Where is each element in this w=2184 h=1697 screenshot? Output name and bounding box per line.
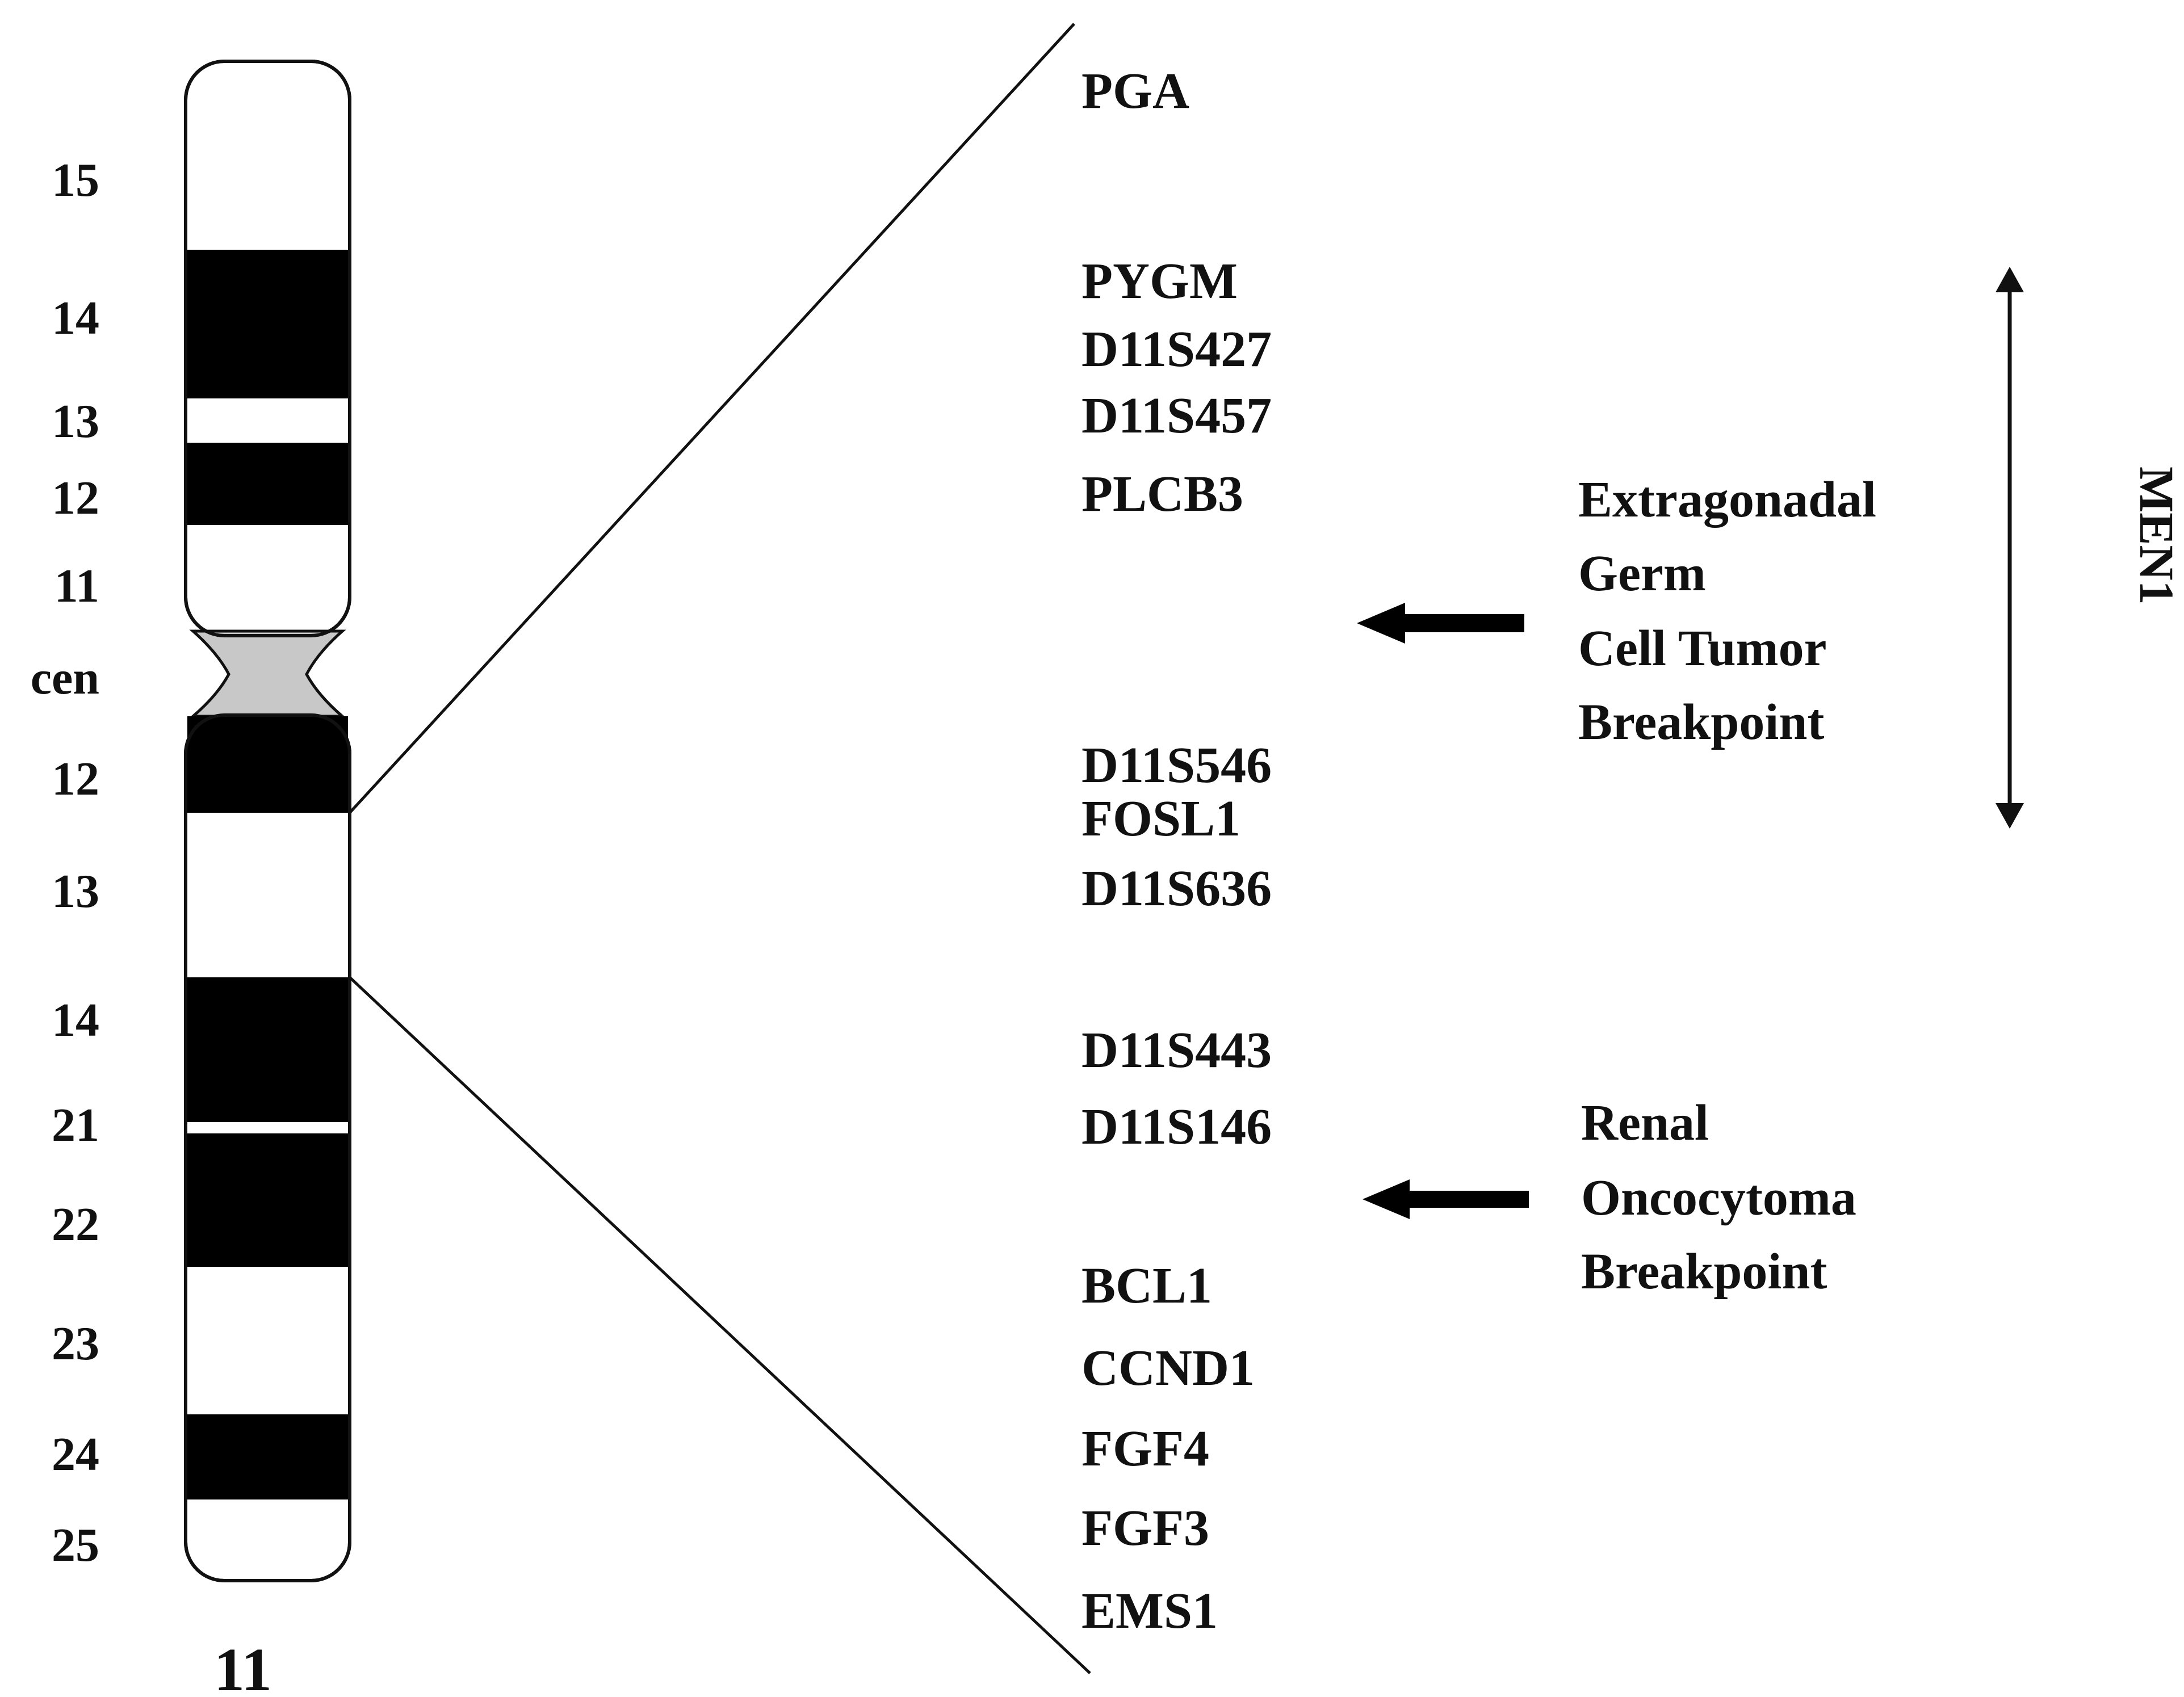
marker-label: FOSL1 bbox=[1081, 791, 1240, 847]
band-label: 13 bbox=[52, 865, 99, 918]
left-arrow-icon bbox=[1405, 1191, 1529, 1208]
note-line: Renal bbox=[1581, 1095, 1709, 1151]
marker-label: CCND1 bbox=[1081, 1340, 1255, 1396]
band-label: 14 bbox=[52, 292, 99, 345]
band-label: 24 bbox=[52, 1428, 99, 1481]
band-label: 13 bbox=[52, 395, 99, 448]
marker-label: FGF4 bbox=[1081, 1421, 1209, 1477]
note-line: Breakpoint bbox=[1578, 694, 1824, 750]
men1-label: MEN1 bbox=[2129, 467, 2184, 605]
band-q24 bbox=[187, 1414, 348, 1499]
marker-label: D11S443 bbox=[1081, 1022, 1272, 1078]
breakpoint-arrow-renal bbox=[1363, 1179, 1529, 1219]
band-label: 15 bbox=[52, 154, 99, 207]
band-labels: 15 14 13 12 11 cen 12 13 14 21 22 23 24 … bbox=[31, 154, 99, 1572]
band-label: 11 bbox=[55, 560, 99, 612]
left-arrow-icon bbox=[1399, 614, 1524, 632]
note-line: Breakpoint bbox=[1581, 1244, 1827, 1300]
breakpoint-note-egct: Extragonadal Germ Cell Tumor Breakpoint bbox=[1578, 472, 1876, 750]
marker-label: FGF3 bbox=[1081, 1500, 1209, 1556]
marker-label: EMS1 bbox=[1081, 1583, 1218, 1639]
chromosome-ideogram bbox=[184, 60, 351, 1582]
band-q22 bbox=[187, 1133, 348, 1267]
breakpoint-arrow-egct bbox=[1357, 603, 1524, 644]
band-p14 bbox=[187, 250, 348, 398]
band-label: 14 bbox=[52, 994, 99, 1047]
men1-region-arrow bbox=[1996, 267, 2024, 829]
band-label: 12 bbox=[52, 472, 99, 524]
band-label: 25 bbox=[52, 1519, 99, 1572]
band-p12 bbox=[187, 443, 348, 525]
band-label: 12 bbox=[52, 753, 99, 805]
marker-label: D11S636 bbox=[1081, 860, 1272, 917]
zoom-line-bottom bbox=[349, 976, 1091, 1674]
marker-label: D11S457 bbox=[1081, 388, 1272, 444]
marker-label: D11S427 bbox=[1081, 321, 1272, 377]
band-label: cen bbox=[31, 652, 99, 704]
note-line: Extragonadal bbox=[1578, 472, 1876, 528]
marker-list: PGA PYGM D11S427 D11S457 PLCB3 D11S546 F… bbox=[1081, 63, 1272, 1639]
breakpoint-note-renal: Renal Oncocytoma Breakpoint bbox=[1581, 1095, 1856, 1300]
zoom-line-top bbox=[349, 23, 1075, 814]
marker-label: PGA bbox=[1081, 63, 1189, 119]
band-label: 21 bbox=[52, 1099, 99, 1152]
marker-label: D11S146 bbox=[1081, 1099, 1272, 1155]
note-line: Cell Tumor bbox=[1578, 620, 1827, 677]
band-label: 22 bbox=[52, 1198, 99, 1251]
marker-label: PYGM bbox=[1081, 253, 1238, 309]
marker-label: BCL1 bbox=[1081, 1258, 1212, 1314]
centromere bbox=[189, 629, 346, 718]
band-q12 bbox=[187, 716, 348, 813]
marker-label: PLCB3 bbox=[1081, 466, 1243, 522]
marker-label: D11S546 bbox=[1081, 737, 1272, 793]
chromosome-number: 11 bbox=[214, 1636, 272, 1697]
band-label: 23 bbox=[52, 1317, 99, 1370]
note-line: Oncocytoma bbox=[1581, 1170, 1856, 1226]
band-q14 bbox=[187, 977, 348, 1122]
note-line: Germ bbox=[1578, 545, 1706, 602]
